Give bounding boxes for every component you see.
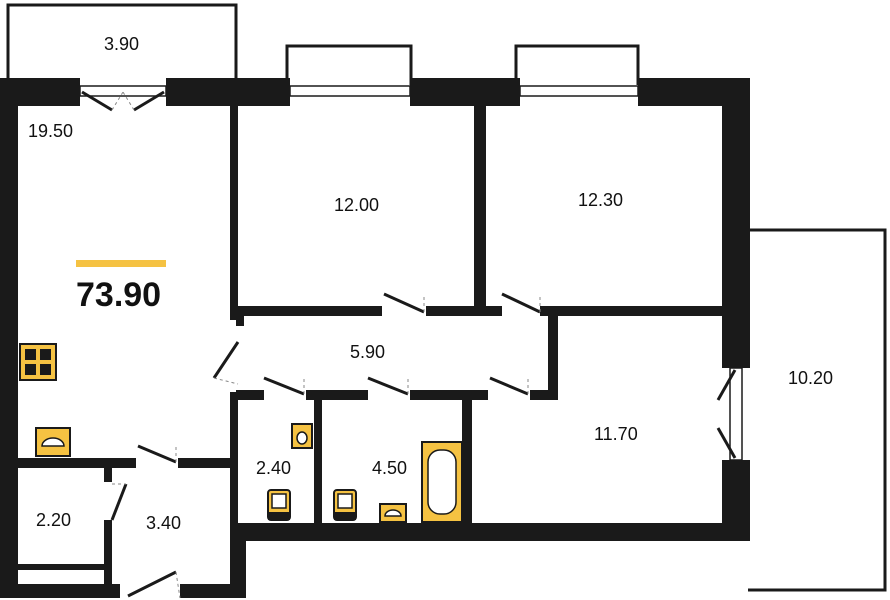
room-area-bedroom-1: 12.00 <box>334 195 379 215</box>
door-balcony-right-top <box>716 369 737 401</box>
total-area: 73.90 <box>76 276 161 314</box>
room-area-balcony-top: 3.90 <box>104 34 139 54</box>
stove-icon <box>19 343 57 381</box>
door-storage <box>110 483 128 521</box>
window-bedroom-1 <box>289 85 411 97</box>
toilet-icon <box>267 489 291 521</box>
door-bedroom-2 <box>501 292 541 314</box>
door-swings <box>111 91 541 599</box>
balcony-right-outline <box>748 228 887 592</box>
bathroom-sink-icon <box>291 423 313 449</box>
bay-window-1 <box>285 44 413 85</box>
room-area-bedroom-2: 12.30 <box>578 190 623 210</box>
kitchen-sink-icon <box>35 427 71 457</box>
walls <box>0 78 750 598</box>
bay-window-2 <box>514 44 640 85</box>
window-bedroom-2 <box>519 85 639 97</box>
door-bath <box>367 376 409 396</box>
door-kitchen <box>212 341 240 379</box>
room-area-corridor: 5.90 <box>350 342 385 362</box>
door-balcony-top-left <box>81 90 113 112</box>
room-area-balcony-right: 10.20 <box>788 368 833 388</box>
room-area-kitchen-living: 19.50 <box>28 121 73 141</box>
room-area-storage: 2.20 <box>36 510 71 530</box>
bathtub-icon <box>421 441 463 523</box>
window-top-left <box>79 85 167 97</box>
doors <box>81 90 737 598</box>
room-area-bedroom-3: 11.70 <box>594 424 638 444</box>
bathroom-sink-icon <box>379 503 407 523</box>
windows <box>79 85 743 461</box>
door-bathroom <box>263 376 305 396</box>
door-bedroom-1 <box>383 292 425 314</box>
room-area-hall: 3.40 <box>146 513 181 533</box>
room-area-bathroom: 2.40 <box>256 458 291 478</box>
door-balcony-right-bottom <box>716 427 737 459</box>
door-entrance <box>127 570 177 598</box>
balcony-top-outline <box>6 3 238 80</box>
door-balcony-top-right <box>133 90 165 112</box>
door-hall <box>137 444 177 464</box>
door-bedroom-3 <box>489 376 529 396</box>
window-right <box>729 367 743 461</box>
total-accent-bar <box>76 260 166 267</box>
balcony-outlines <box>6 3 887 592</box>
room-area-bath: 4.50 <box>372 458 407 478</box>
toilet-icon <box>333 489 357 521</box>
